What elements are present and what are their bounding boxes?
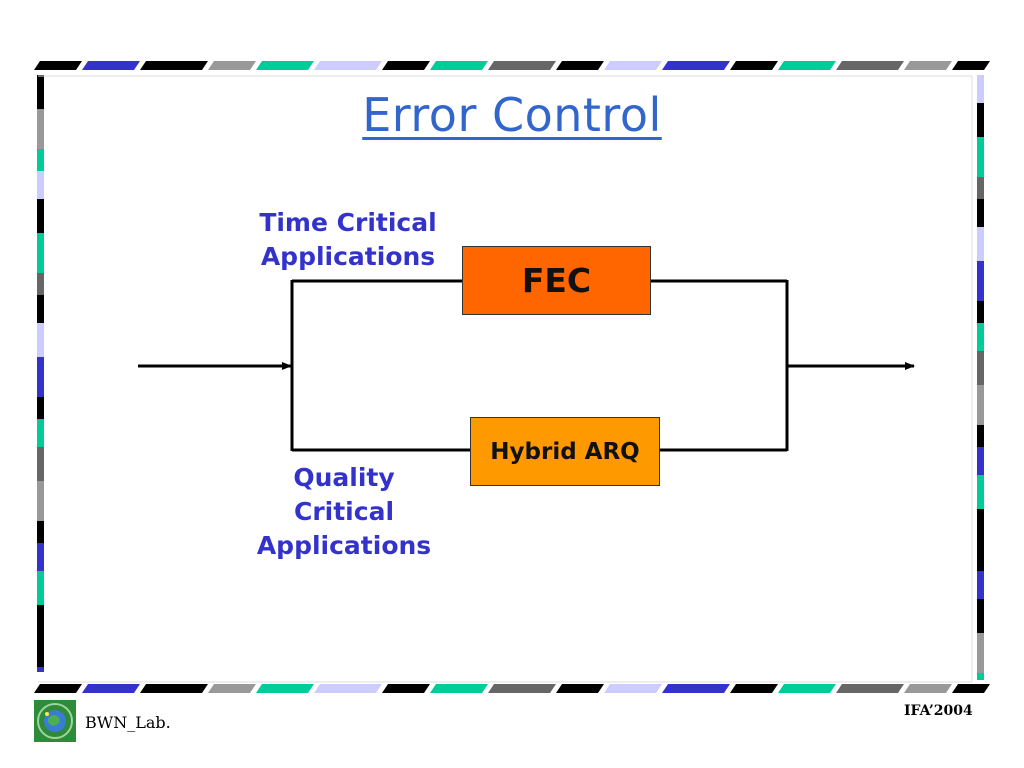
quality-critical-line-3: Applications: [256, 531, 432, 560]
time-critical-line-2: Applications: [260, 242, 436, 271]
time-critical-line-1: Time Critical: [259, 208, 437, 237]
footer-event: IFA’2004: [904, 703, 973, 719]
lab-logo: [34, 700, 76, 742]
hybrid-arq-box: Hybrid ARQ: [470, 417, 660, 486]
time-critical-label: Time Critical Applications: [246, 206, 450, 274]
quality-critical-line-2: Critical: [293, 497, 395, 526]
fec-box: FEC: [462, 246, 651, 315]
hybrid-arq-label: Hybrid ARQ: [490, 438, 640, 465]
quality-critical-line-1: Quality: [293, 463, 395, 492]
quality-critical-label: Quality Critical Applications: [244, 461, 444, 563]
fec-label: FEC: [521, 261, 592, 300]
page-title: Error Control: [362, 88, 662, 142]
footer-lab-name: BWN_Lab.: [85, 713, 171, 732]
